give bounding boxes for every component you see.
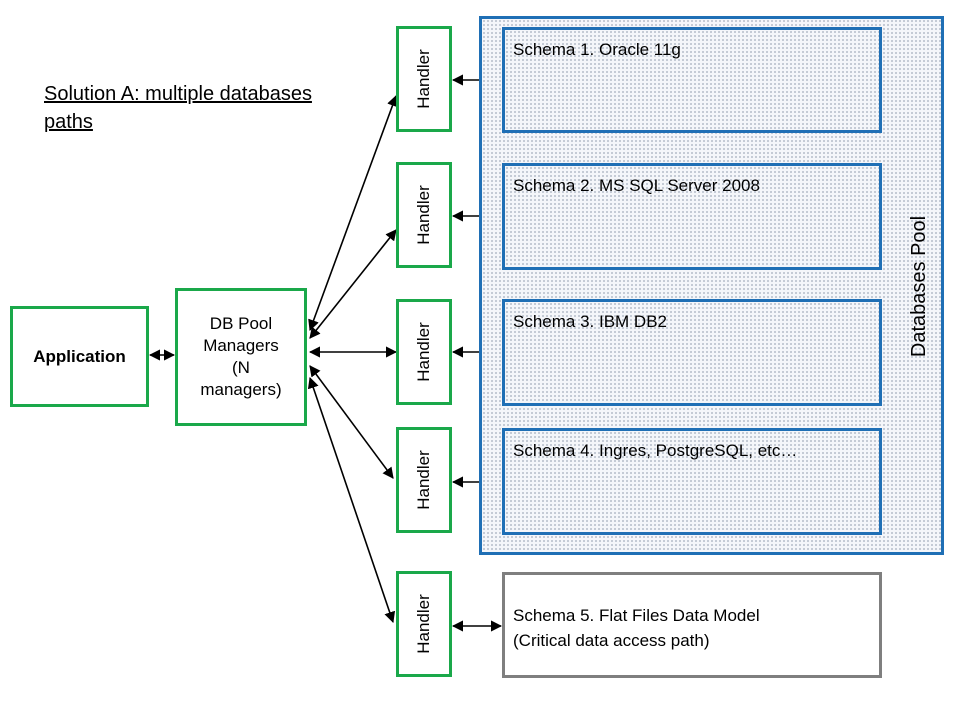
schema-sublabel-5: (Critical data access path): [513, 631, 710, 650]
schema-label-4: Schema 4. Ingres, PostgreSQL, etc…: [513, 441, 798, 460]
handler-box-2: Handler: [396, 162, 452, 268]
handler-box-3: Handler: [396, 299, 452, 405]
handler-label-2: Handler: [414, 185, 434, 245]
handler-label-5: Handler: [414, 594, 434, 654]
handler-label-4: Handler: [414, 450, 434, 510]
arrow-manager-handler-5: [307, 376, 396, 624]
schema-box-2: Schema 2. MS SQL Server 2008: [502, 163, 882, 270]
application-label: Application: [33, 346, 126, 366]
diagram-title: Solution A: multiple databases paths: [44, 83, 312, 133]
databases-pool-label: Databases Pool: [908, 215, 931, 357]
schema-box-1: Schema 1. Oracle 11g: [502, 27, 882, 133]
handler-box-4: Handler: [396, 427, 452, 533]
schema-label-3: Schema 3. IBM DB2: [513, 312, 668, 331]
arrow-manager-handler-4: [309, 365, 394, 479]
handler-label-1: Handler: [414, 49, 434, 109]
arrow-manager-handler-2: [309, 229, 397, 339]
schema-label-5: Schema 5. Flat Files Data Model: [513, 606, 760, 625]
schema-box-5: Schema 5. Flat Files Data Model (Critica…: [502, 572, 882, 678]
application-box: Application: [10, 306, 149, 407]
managers-line-2: Managers: [203, 336, 279, 355]
managers-line-1: DB Pool: [209, 314, 273, 333]
schema-box-3: Schema 3. IBM DB2: [502, 299, 882, 406]
handler-box-1: Handler: [396, 26, 452, 132]
managers-line-4: managers): [200, 380, 282, 399]
db-pool-managers-box: DB Pool Managers (N managers): [175, 288, 307, 426]
handler-label-3: Handler: [414, 322, 434, 382]
schema-box-4: Schema 4. Ingres, PostgreSQL, etc…: [502, 428, 882, 535]
schema-label-1: Schema 1. Oracle 11g: [513, 40, 681, 59]
managers-line-3: (N: [232, 358, 250, 377]
schema-label-2: Schema 2. MS SQL Server 2008: [513, 176, 760, 195]
handler-box-5: Handler: [396, 571, 452, 677]
